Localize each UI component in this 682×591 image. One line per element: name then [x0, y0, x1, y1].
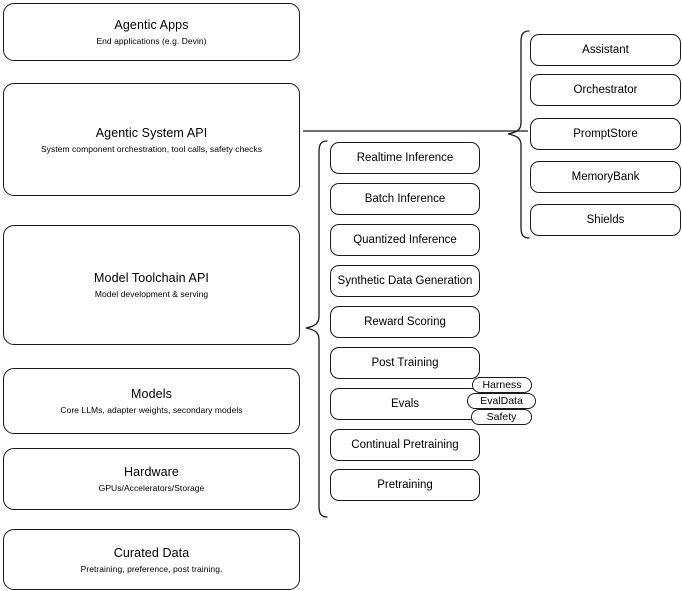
evals-tag-label: Safety [486, 411, 517, 423]
layer-box-hardware[interactable]: Hardware GPUs/Accelerators/Storage [3, 448, 300, 510]
toolchain-item-label: Post Training [371, 357, 439, 369]
evals-tag-label: Harness [482, 379, 522, 391]
system-component-assistant[interactable]: Assistant [530, 34, 681, 66]
layer-subtitle: GPUs/Accelerators/Storage [98, 483, 205, 493]
toolchain-item-label: Reward Scoring [364, 316, 446, 328]
layer-subtitle: Model development & serving [94, 289, 209, 299]
layer-subtitle: Pretraining, preference, post training. [80, 563, 223, 574]
system-component-label: PromptStore [573, 128, 638, 140]
toolchain-item-synthetic-data-generation[interactable]: Synthetic Data Generation [330, 265, 480, 297]
evals-tag-safety[interactable]: Safety [471, 409, 532, 425]
toolchain-item-label: Evals [390, 398, 420, 410]
toolchain-item-evals[interactable]: Evals [330, 388, 480, 420]
layer-box-agentic-system-api[interactable]: Agentic System API System component orch… [3, 83, 300, 196]
toolchain-item-label: Realtime Inference [356, 152, 454, 164]
toolchain-item-quantized-inference[interactable]: Quantized Inference [330, 224, 480, 256]
toolchain-item-continual-pretraining[interactable]: Continual Pretraining [330, 429, 480, 461]
toolchain-item-post-training[interactable]: Post Training [330, 347, 480, 379]
brace-model-toolchain-group [305, 140, 328, 518]
toolchain-item-batch-inference[interactable]: Batch Inference [330, 183, 480, 215]
evals-tag-label: EvalData [480, 395, 523, 407]
system-component-orchestrator[interactable]: Orchestrator [530, 74, 681, 106]
system-component-promptstore[interactable]: PromptStore [530, 118, 681, 150]
layer-title: Model Toolchain API [94, 271, 209, 285]
toolchain-item-label: Continual Pretraining [351, 439, 459, 451]
system-component-label: Assistant [582, 44, 629, 56]
layer-title: Hardware [124, 465, 179, 479]
system-component-label: Shields [586, 214, 625, 226]
system-component-label: MemoryBank [571, 171, 640, 183]
layer-box-models[interactable]: Models Core LLMs, adapter weights, secon… [3, 368, 300, 434]
layer-box-model-toolchain-api[interactable]: Model Toolchain API Model development & … [3, 225, 300, 345]
toolchain-item-realtime-inference[interactable]: Realtime Inference [330, 142, 480, 174]
connector-system-api-to-right-group [303, 130, 528, 132]
system-component-shields[interactable]: Shields [530, 204, 681, 236]
layer-subtitle: Core LLMs, adapter weights, secondary mo… [60, 405, 243, 415]
toolchain-item-label: Synthetic Data Generation [337, 275, 473, 287]
layer-title: Agentic Apps [114, 18, 189, 32]
toolchain-item-label: Quantized Inference [353, 234, 457, 246]
toolchain-item-pretraining[interactable]: Pretraining [330, 469, 480, 501]
evals-tag-harness[interactable]: Harness [472, 377, 532, 393]
layer-title: Agentic System API [95, 125, 208, 140]
toolchain-item-reward-scoring[interactable]: Reward Scoring [330, 306, 480, 338]
layer-box-curated-data[interactable]: Curated Data Pretraining, preference, po… [3, 529, 300, 590]
layer-title: Curated Data [113, 545, 190, 560]
brace-agentic-system-group [507, 30, 530, 239]
evals-tag-evaldata[interactable]: EvalData [467, 393, 536, 409]
toolchain-item-label: Pretraining [377, 479, 433, 491]
system-component-memorybank[interactable]: MemoryBank [530, 161, 681, 193]
toolchain-item-label: Batch Inference [364, 193, 446, 205]
layer-subtitle: End applications (e.g. Devin) [96, 36, 207, 46]
layer-box-agentic-apps[interactable]: Agentic Apps End applications (e.g. Devi… [3, 3, 300, 61]
layer-title: Models [131, 387, 172, 401]
layer-subtitle: System component orchestration, tool cal… [40, 143, 263, 154]
system-component-label: Orchestrator [573, 84, 638, 96]
